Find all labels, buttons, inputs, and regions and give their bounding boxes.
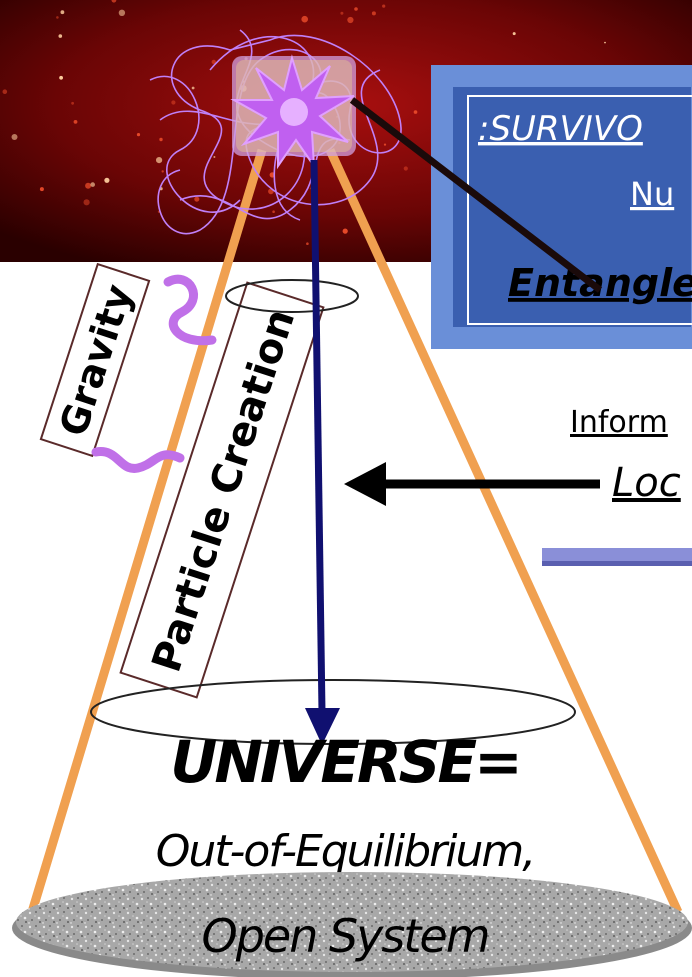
burst-icon — [230, 54, 356, 170]
star — [39, 187, 44, 192]
star — [194, 196, 200, 202]
callout-title: :SURVIVO — [478, 109, 643, 149]
arrow-icon — [344, 462, 386, 506]
star — [136, 133, 141, 137]
star — [73, 120, 78, 124]
star — [56, 16, 59, 19]
star — [159, 137, 163, 142]
ground-disk — [16, 872, 688, 972]
star — [85, 182, 92, 189]
star — [83, 199, 90, 206]
star — [118, 9, 126, 16]
star — [71, 101, 74, 105]
wave-icon — [163, 274, 217, 346]
cone-edge-right — [325, 148, 683, 914]
star — [11, 134, 18, 140]
star — [272, 210, 275, 213]
star — [104, 177, 110, 183]
lavender-bar — [542, 548, 692, 564]
star — [211, 59, 216, 65]
star — [2, 89, 8, 94]
wave-icon — [91, 447, 185, 473]
star — [111, 0, 117, 3]
star — [301, 15, 309, 23]
star — [342, 228, 348, 234]
star — [512, 32, 516, 36]
star — [213, 156, 216, 158]
star — [156, 157, 163, 164]
star — [383, 143, 387, 146]
universe-label: UNIVERSE= — [170, 728, 519, 796]
star — [191, 86, 195, 90]
star — [382, 4, 386, 8]
particle-creation-box: Particle Creation — [119, 281, 325, 699]
callout-box: :SURVIVO Nu Entangle — [431, 65, 692, 349]
star — [60, 10, 65, 15]
star — [347, 16, 354, 24]
star — [403, 166, 408, 171]
star — [604, 41, 606, 44]
star — [59, 75, 63, 80]
cone-slice-upper — [225, 279, 359, 313]
gravity-box: Gravity — [39, 262, 151, 458]
gravity-label: Gravity — [51, 279, 141, 441]
cone-edge-left — [27, 148, 267, 914]
star — [171, 100, 176, 105]
info-line-1: Inform — [570, 405, 668, 440]
callout-line-3: Entangle — [508, 261, 692, 305]
star — [90, 182, 95, 187]
star — [413, 110, 418, 114]
arrow-icon — [305, 708, 340, 745]
star — [371, 11, 376, 16]
star — [161, 170, 164, 173]
star — [58, 34, 63, 38]
out-of-equilibrium-label: Out-of-Equilibrium, — [156, 826, 534, 877]
callout-line-2: Nu — [630, 175, 674, 213]
star — [354, 7, 358, 11]
open-system-label: Open System — [201, 909, 488, 963]
callout-pointer-line — [349, 97, 603, 293]
info-line-2: Loc — [612, 460, 681, 506]
cone-slice-lower — [90, 679, 576, 745]
star — [340, 11, 344, 15]
star — [306, 242, 309, 245]
vertical-arrow — [310, 159, 326, 713]
